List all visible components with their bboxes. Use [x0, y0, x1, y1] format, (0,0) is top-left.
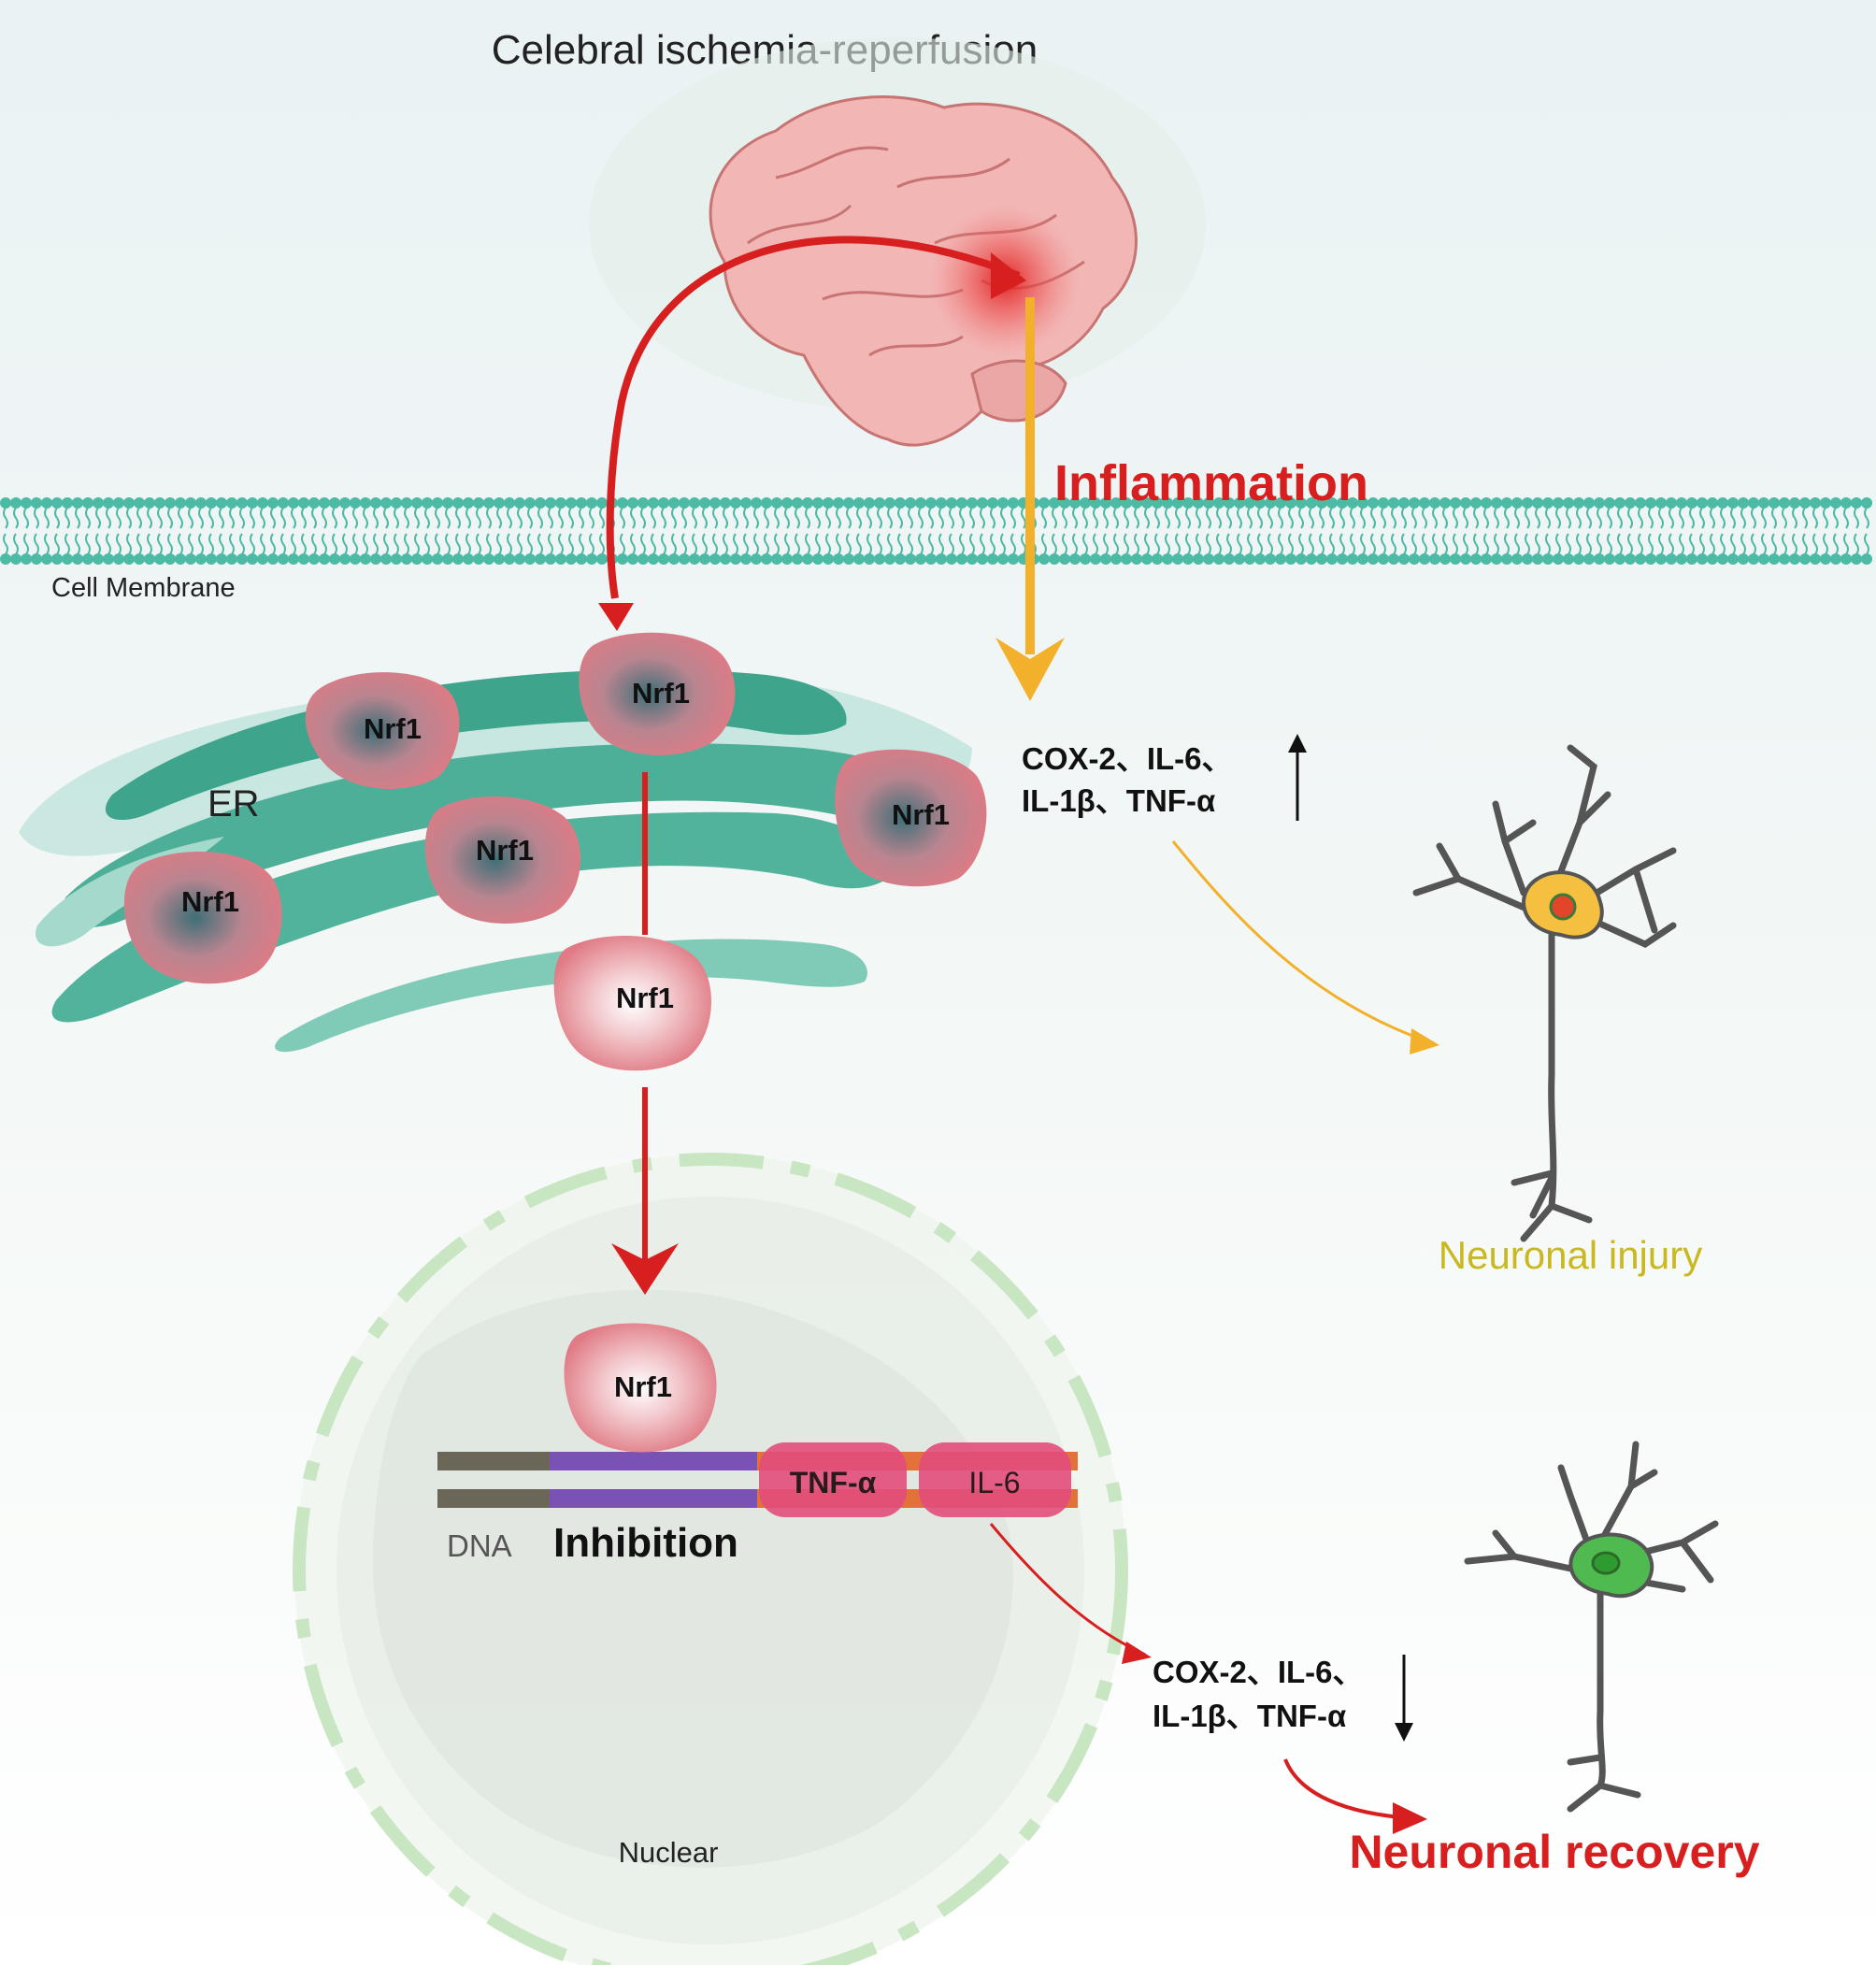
nuclear-label: Nuclear: [619, 1836, 719, 1869]
gene-il6-label: IL-6: [968, 1466, 1020, 1499]
increase-arrow-icon: [1288, 734, 1307, 821]
injured-neuron: [1412, 744, 1677, 1242]
neuronal-recovery-label: Neuronal recovery: [1349, 1826, 1759, 1878]
nrf1-protein-er-5: Nrf1: [123, 852, 282, 984]
recovered-neuron: [1464, 1441, 1719, 1813]
gene-tnf-label: TNF-α: [790, 1466, 877, 1499]
cytokines-down-line1: COX-2、IL-6、: [1153, 1655, 1364, 1689]
injury-arrow: [1171, 840, 1431, 1044]
nrf1-label: Nrf1: [632, 677, 690, 710]
curved-arrow-brain-to-nrf1: [606, 236, 1021, 599]
nrf1-protein-nucleus: Nrf1: [564, 1323, 717, 1453]
dna-strand: [437, 1442, 1078, 1517]
nrf1-label: Nrf1: [364, 712, 422, 745]
cell-membrane: [0, 497, 1872, 565]
nrf1-label: Nrf1: [614, 1370, 672, 1403]
nrf1-protein-er-2: Nrf1: [579, 632, 736, 755]
nucleus: [293, 1153, 1128, 1965]
dna-label: DNA: [447, 1528, 512, 1563]
neuronal-injury-label: Neuronal injury: [1439, 1233, 1702, 1277]
cytokines-down-line2: IL-1β、TNF-α: [1153, 1699, 1346, 1733]
nrf1-label: Nrf1: [476, 834, 534, 867]
nrf1-label: Nrf1: [616, 982, 674, 1014]
nrf1-protein-cytoplasm: Nrf1: [553, 936, 712, 1071]
arrows: [598, 236, 1439, 1834]
inflammation-label: Inflammation: [1054, 455, 1368, 511]
recovery-arrow: [1283, 1758, 1412, 1820]
decrease-arrow-icon: [1395, 1655, 1413, 1742]
cytokines-up-line1: COX-2、IL-6、: [1022, 741, 1233, 776]
nrf1-label: Nrf1: [892, 798, 950, 831]
inhibition-label: Inhibition: [553, 1520, 738, 1566]
nrf1-label: Nrf1: [181, 885, 239, 918]
gene-il6-box: [919, 1442, 1071, 1517]
cytokines-up-line2: IL-1β、TNF-α: [1022, 783, 1215, 818]
nrf1-protein-er-3: Nrf1: [835, 749, 987, 887]
nrf1-protein-er-1: Nrf1: [305, 672, 460, 789]
cell-membrane-label: Cell Membrane: [51, 573, 236, 603]
nrf1-protein-er-4: Nrf1: [424, 796, 581, 924]
suppression-arrow: [989, 1523, 1146, 1657]
er-label: ER: [208, 783, 260, 825]
gene-tnf-box: [759, 1442, 907, 1517]
